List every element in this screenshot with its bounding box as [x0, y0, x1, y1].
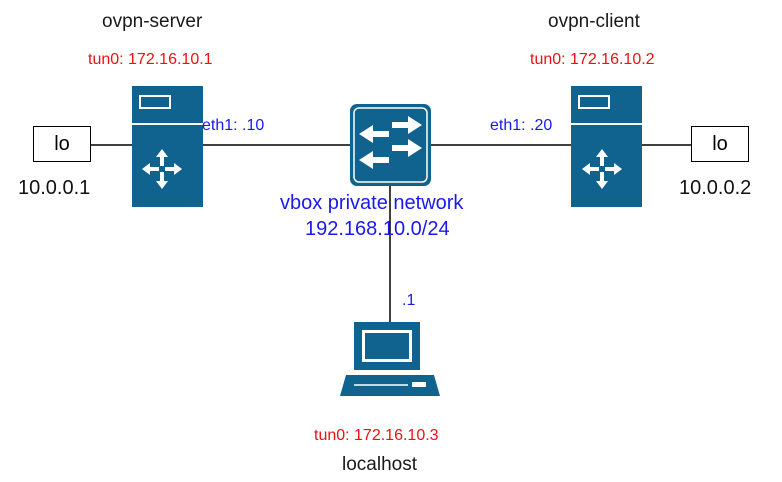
client-router-icon	[571, 86, 642, 207]
server-eth-address: eth1: .10	[202, 117, 265, 134]
host-name: localhost	[342, 454, 417, 475]
server-loopback-box: lo	[33, 126, 91, 162]
client-loopback-box: lo	[691, 126, 749, 162]
server-loopback-address: 10.0.0.1	[18, 177, 91, 199]
computer-icon	[340, 322, 440, 396]
client-loopback-address: 10.0.0.2	[679, 177, 752, 199]
host-eth-address: .1	[402, 292, 416, 309]
server-tun-address: tun0: 172.16.10.1	[88, 51, 213, 68]
server-router-icon	[132, 86, 203, 207]
client-eth-address: eth1: .20	[490, 117, 553, 134]
switch-icon	[350, 104, 431, 186]
network-subnet: 192.168.10.0/24	[305, 218, 450, 240]
server-name: ovpn-server	[102, 11, 203, 32]
server-lo-label: lo	[54, 132, 70, 155]
host-tun-address: tun0: 172.16.10.3	[314, 427, 439, 444]
client-name: ovpn-client	[548, 11, 640, 32]
client-tun-address: tun0: 172.16.10.2	[530, 51, 655, 68]
network-name: vbox private network	[280, 192, 464, 214]
client-lo-label: lo	[712, 132, 728, 155]
